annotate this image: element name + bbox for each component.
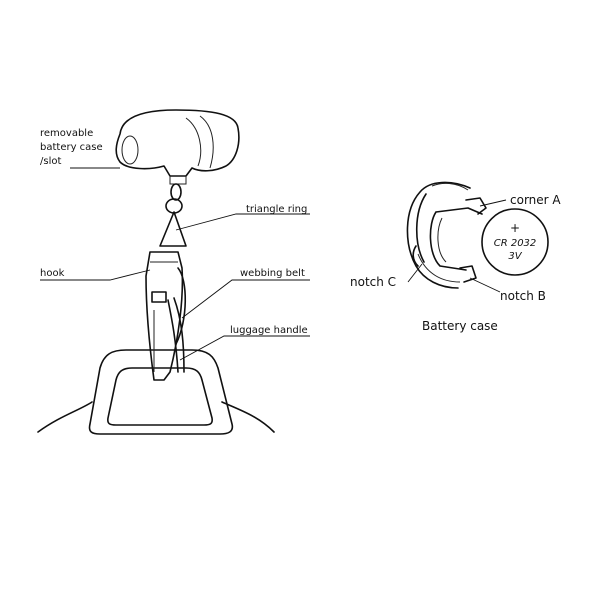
- scale-head-shape: [115, 109, 240, 185]
- coin-cell-battery: [481, 208, 549, 276]
- label-webbing-belt: webbing belt: [240, 268, 305, 279]
- coin-cell-voltage: 3V: [508, 251, 522, 262]
- triangle-ring-shape: [159, 211, 187, 247]
- label-battery-case-line1: removable: [40, 128, 93, 139]
- luggage-scale-drawing: [37, 109, 310, 435]
- label-hook: hook: [40, 268, 65, 279]
- leader-luggage-handle: [179, 335, 310, 361]
- swivel-ring-shape: [165, 183, 183, 214]
- coin-cell-model: CR 2032: [494, 238, 537, 249]
- label-battery-case-line2: battery case: [40, 142, 103, 153]
- hook-shape: [145, 251, 187, 381]
- leader-triangle-ring: [175, 213, 310, 231]
- label-notch-b: notch B: [500, 289, 546, 303]
- leader-notch-c: [407, 263, 423, 283]
- leader-corner-a: [479, 199, 507, 207]
- webbing-belt-shape: [167, 297, 185, 373]
- coin-cell-polarity: +: [510, 221, 520, 235]
- corner-a-clip: [465, 197, 487, 215]
- suitcase-outline: [37, 401, 275, 433]
- label-battery-case-caption: Battery case: [422, 319, 498, 333]
- luggage-handle-shape: [88, 349, 234, 435]
- notch-c-mark: [412, 245, 419, 267]
- battery-case-drawing: [406, 181, 549, 293]
- label-luggage-handle: luggage handle: [230, 325, 308, 336]
- leader-notch-b: [469, 277, 501, 293]
- leader-webbing-belt: [181, 279, 310, 319]
- label-battery-case-line3: /slot: [40, 156, 61, 167]
- leader-hook: [40, 269, 151, 281]
- label-corner-a: corner A: [510, 193, 561, 207]
- battery-case-shell: [406, 181, 471, 289]
- battery-tray: [429, 207, 483, 271]
- notch-b-clip: [459, 265, 477, 283]
- label-triangle-ring: triangle ring: [246, 204, 307, 215]
- label-notch-c: notch C: [350, 275, 396, 289]
